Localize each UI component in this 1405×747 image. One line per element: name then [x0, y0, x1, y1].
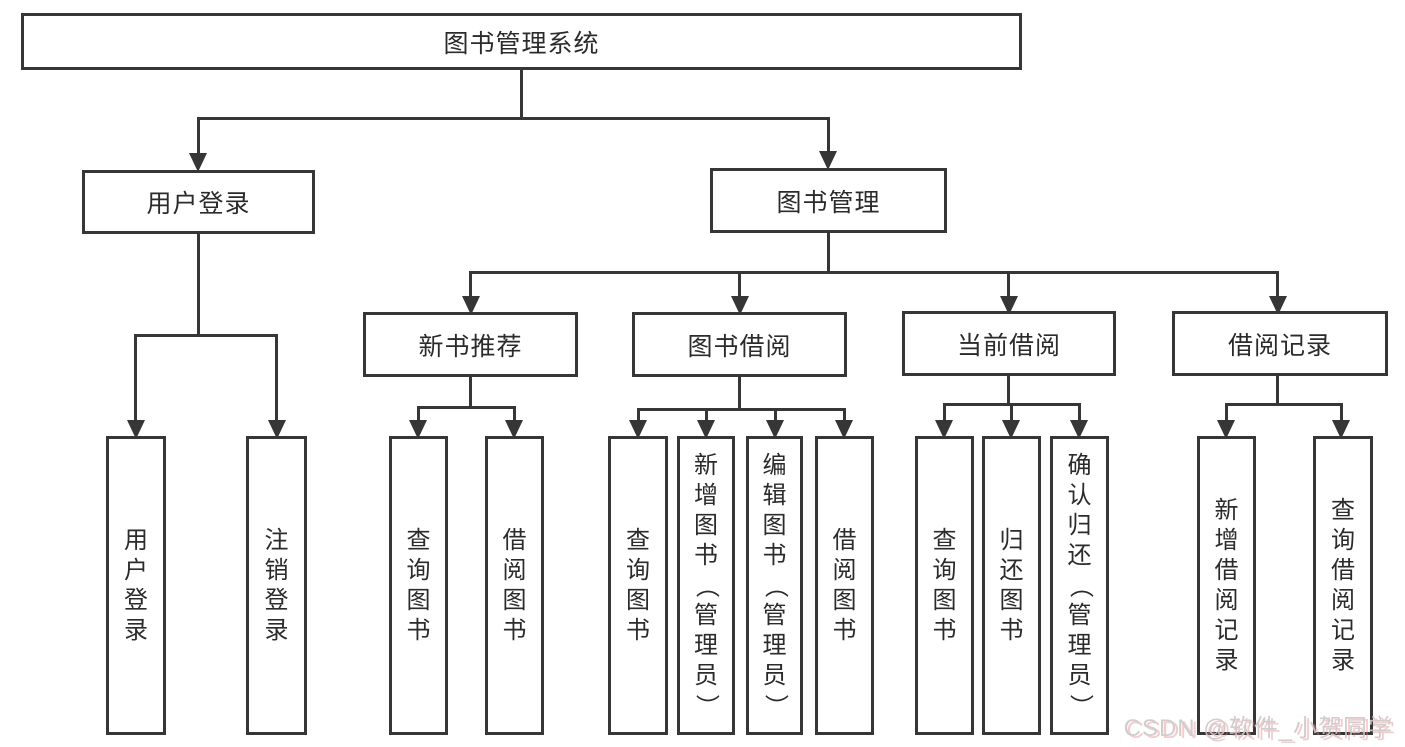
arrowhead-down-icon	[819, 151, 837, 170]
node-leaf-confirm-return-admin: 确认归还（管理员）	[1050, 436, 1109, 735]
arrowhead-down-icon	[935, 420, 953, 439]
node-leaf-query-books-current: 查询图书	[915, 436, 974, 735]
node-leaf-edit-books-admin: 编辑图书（管理员）	[746, 436, 803, 735]
connector-segment	[1340, 403, 1343, 424]
arrowhead-down-icon	[1000, 296, 1018, 315]
connector-segment	[469, 271, 472, 301]
csdn-watermark: CSDN @软件_小贺同学	[1123, 715, 1393, 742]
node-label: 借阅图书	[502, 526, 527, 644]
arrowhead-down-icon	[835, 420, 853, 439]
node-borrowing-records: 借阅记录	[1172, 311, 1388, 376]
node-label: 查询图书	[626, 526, 650, 644]
node-label: 图书管理	[776, 188, 881, 217]
node-label: 新增图书（管理员）	[693, 451, 720, 718]
node-label: 编辑图书（管理员）	[761, 451, 789, 718]
connector-segment	[469, 377, 472, 409]
node-label: 查询借阅记录	[1331, 496, 1355, 674]
node-leaf-add-borrow-record: 新增借阅记录	[1197, 436, 1256, 735]
node-label: 图书管理系统	[443, 29, 600, 58]
connector-segment	[637, 408, 640, 424]
connector-segment	[417, 406, 516, 409]
node-label: 图书借阅	[687, 332, 792, 361]
arrowhead-down-icon	[268, 420, 286, 439]
connector-segment	[275, 334, 278, 422]
node-book-borrowing: 图书借阅	[632, 312, 847, 377]
node-label: 注销登录	[264, 526, 289, 644]
connector-segment	[134, 334, 137, 422]
node-leaf-add-books-admin: 新增图书（管理员）	[677, 436, 735, 735]
node-leaf-query-borrow-record: 查询借阅记录	[1313, 436, 1373, 735]
connector-segment	[469, 271, 1279, 274]
connector-segment	[1276, 271, 1279, 301]
connector-segment	[197, 117, 830, 120]
connector-segment	[738, 271, 741, 301]
node-label: 新增借阅记录	[1214, 496, 1239, 674]
connector-segment	[417, 406, 420, 424]
node-new-book-recommendation: 新书推荐	[363, 312, 578, 377]
node-label: 确认归还（管理员）	[1066, 451, 1094, 718]
node-label: 借阅记录	[1227, 331, 1332, 360]
connector-segment	[1225, 403, 1228, 424]
arrowhead-down-icon	[1332, 420, 1350, 439]
arrowhead-down-icon	[629, 420, 647, 439]
arrowhead-down-icon	[409, 420, 427, 439]
node-library-management-system: 图书管理系统	[21, 13, 1022, 70]
node-current-borrowing: 当前借阅	[902, 311, 1116, 376]
arrowhead-down-icon	[1217, 420, 1235, 439]
connector-segment	[774, 408, 777, 424]
connector-segment	[520, 69, 523, 118]
node-leaf-return-books: 归还图书	[982, 436, 1041, 735]
connector-segment	[1078, 403, 1081, 424]
connector-segment	[827, 233, 830, 274]
node-book-management: 图书管理	[710, 168, 947, 233]
connector-segment	[134, 334, 278, 337]
arrowhead-down-icon	[766, 420, 784, 439]
node-leaf-logout: 注销登录	[246, 436, 307, 735]
arrowhead-down-icon	[1002, 420, 1020, 439]
connector-segment	[1007, 271, 1010, 301]
connector-segment	[1007, 376, 1010, 406]
arrowhead-down-icon	[127, 420, 145, 439]
node-label: 借阅图书	[832, 526, 857, 644]
connector-segment	[843, 408, 846, 424]
connector-segment	[637, 408, 846, 411]
arrowhead-down-icon	[189, 153, 207, 172]
node-label: 归还图书	[999, 526, 1024, 644]
node-user-login: 用户登录	[82, 170, 315, 234]
connector-segment	[513, 406, 516, 424]
connector-segment	[197, 117, 200, 157]
connector-segment	[827, 117, 830, 155]
node-label: 新书推荐	[418, 332, 523, 361]
node-label: 用户登录	[146, 190, 251, 218]
node-label: 用户登录	[124, 526, 148, 644]
arrowhead-down-icon	[462, 296, 480, 315]
node-leaf-user-login: 用户登录	[106, 436, 166, 735]
connector-segment	[738, 377, 741, 411]
arrowhead-down-icon	[505, 420, 523, 439]
arrowhead-down-icon	[731, 296, 749, 315]
connector-segment	[943, 403, 946, 424]
node-label: 查询图书	[406, 526, 431, 644]
node-leaf-borrow-books-recommend: 借阅图书	[485, 436, 544, 735]
node-leaf-borrow-books: 借阅图书	[815, 436, 874, 735]
arrowhead-down-icon	[1070, 420, 1088, 439]
node-label: 当前借阅	[956, 331, 1061, 360]
connector-segment	[705, 408, 708, 424]
arrowhead-down-icon	[697, 420, 715, 439]
arrowhead-down-icon	[1269, 296, 1287, 315]
connector-segment	[197, 234, 200, 336]
connector-segment	[1225, 403, 1343, 406]
node-label: 查询图书	[932, 526, 957, 644]
node-leaf-query-books-borrow: 查询图书	[608, 436, 668, 735]
connector-segment	[1010, 403, 1013, 424]
node-leaf-query-books-recommend: 查询图书	[389, 436, 448, 735]
connector-segment	[1276, 376, 1279, 406]
